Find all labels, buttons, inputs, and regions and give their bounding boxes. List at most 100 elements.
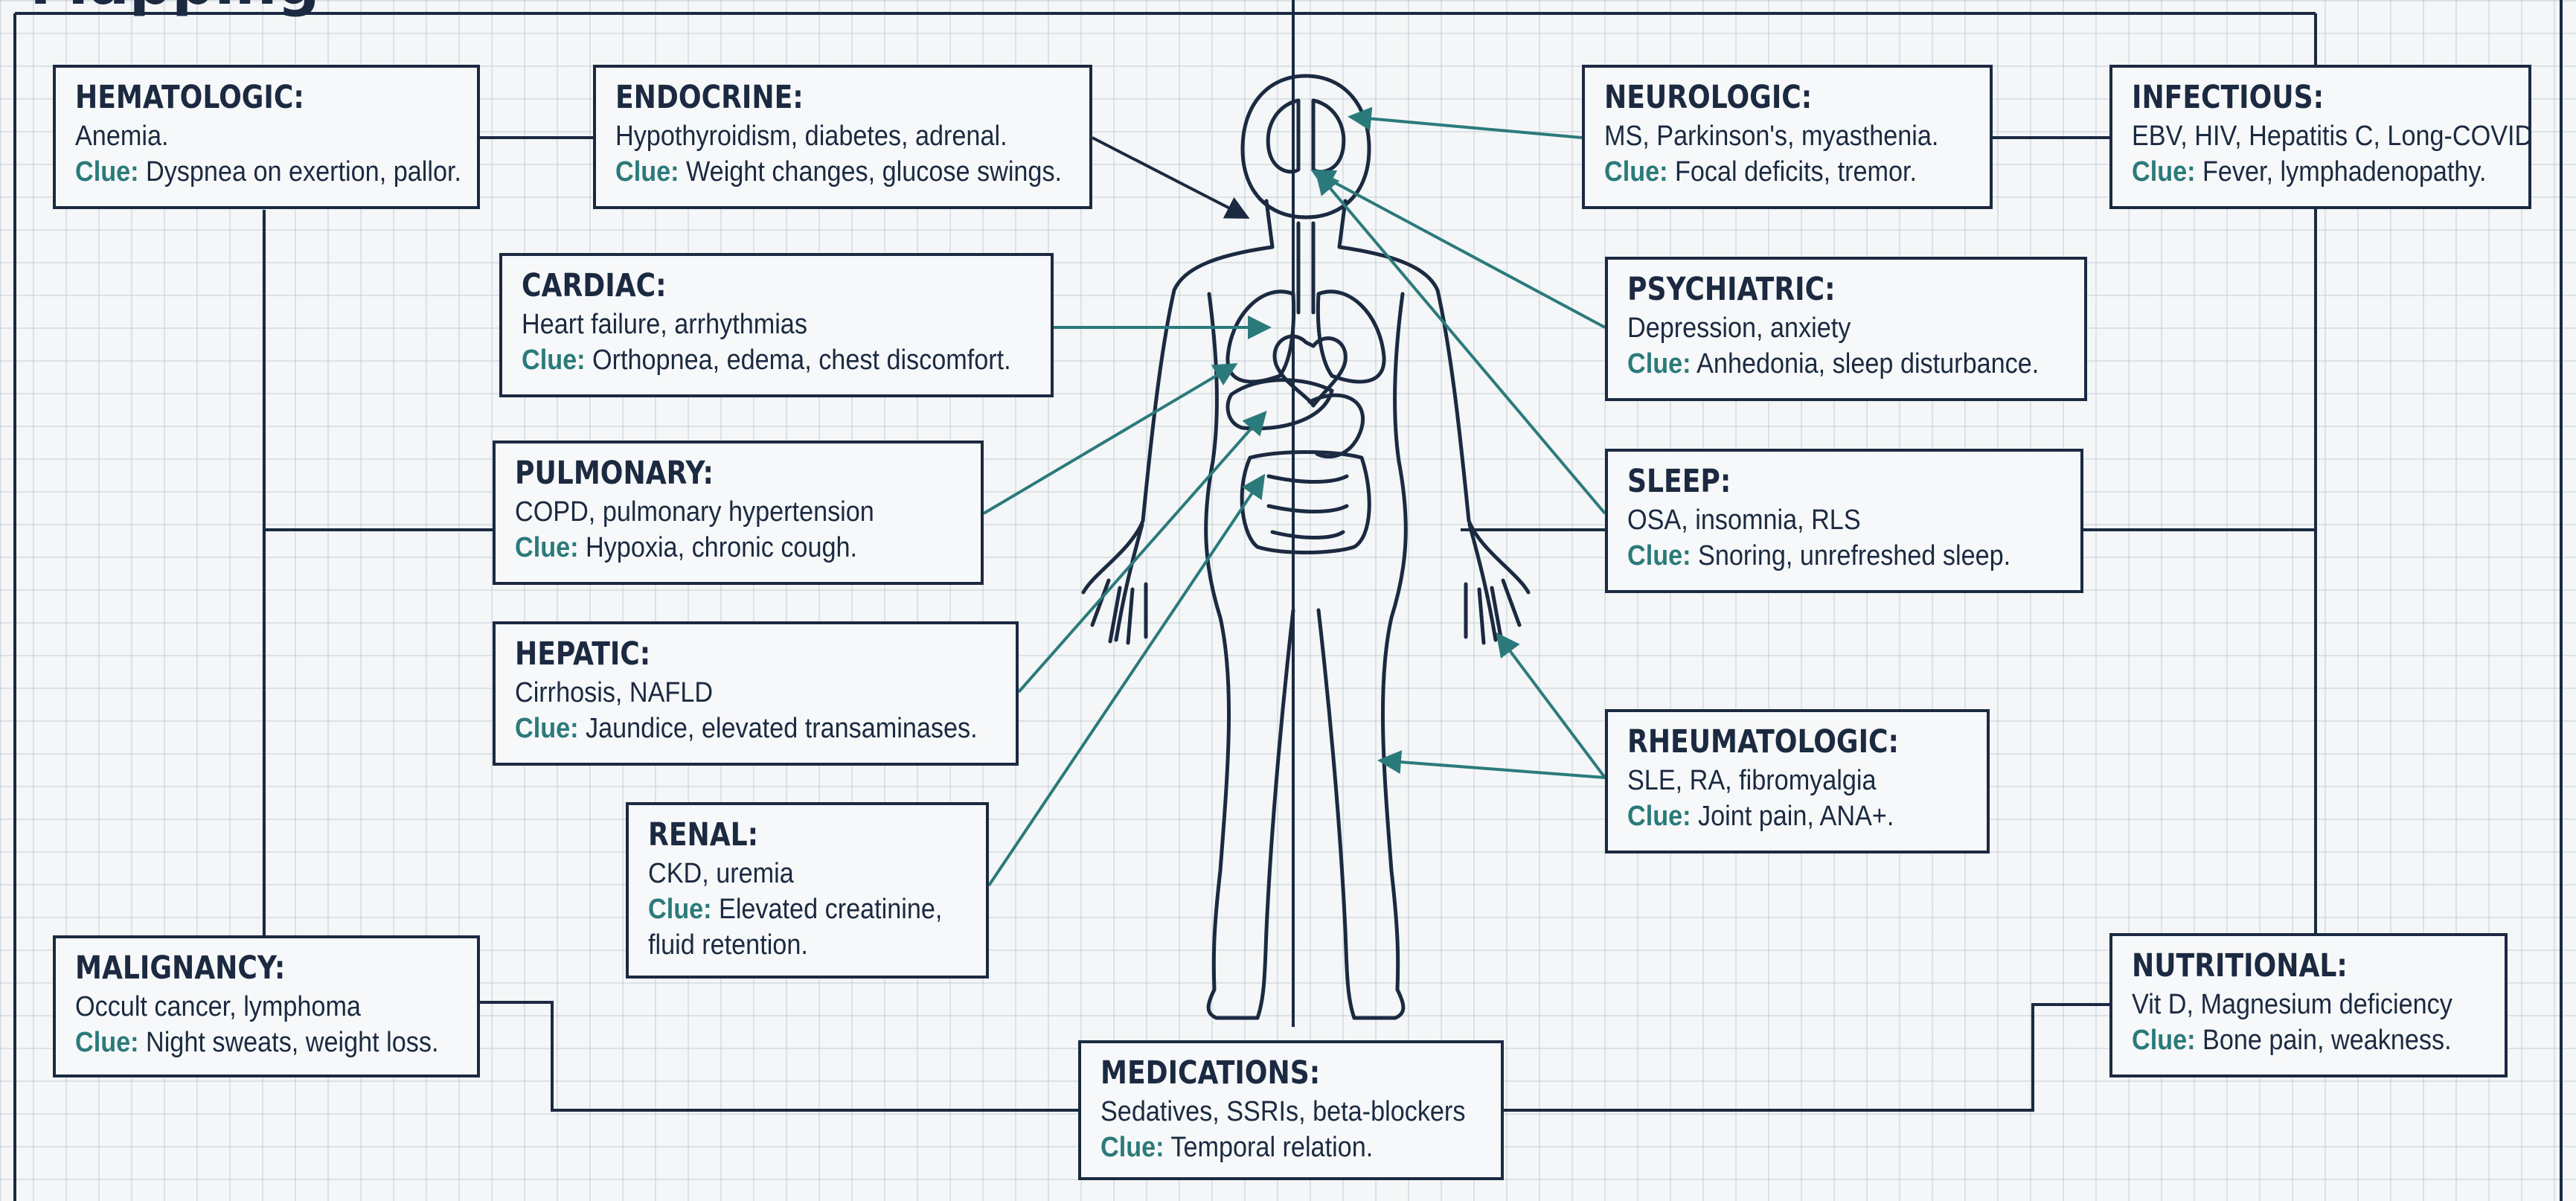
box-clue: Weight changes, glucose swings.: [686, 156, 1062, 188]
box-clue-line: Clue: Jaundice, elevated transaminases.: [515, 711, 966, 746]
malignancy-medications-link: [480, 1002, 1078, 1110]
box-conditions: OSA, insomnia, RLS: [1627, 502, 2035, 538]
arrow-rheumatologic-body: [1380, 760, 1605, 778]
box-clue-continued: fluid retention.: [648, 927, 952, 963]
clue-label: Clue:: [515, 532, 579, 563]
box-clue: Hypoxia, chronic cough.: [586, 532, 857, 563]
endocrine-box: ENDOCRINE: Hypothyroidism, diabetes, adr…: [593, 65, 1092, 209]
box-conditions: Depression, anxiety: [1627, 310, 2039, 346]
arrow-rheumatologic-hand: [1498, 635, 1605, 778]
right-shoulder-arm-outline: [1339, 201, 1528, 640]
sleep-box: SLEEP: OSA, insomnia, RLS Clue: Snoring,…: [1605, 449, 2083, 593]
right-hand-fingers: [1466, 580, 1519, 643]
box-title: NEUROLOGIC:: [1604, 77, 1928, 118]
box-clue: Focal deficits, tremor.: [1675, 156, 1917, 188]
human-figure-icon: [1083, 76, 1528, 1018]
arrow-neurologic: [1351, 117, 1582, 138]
clue-label: Clue:: [515, 713, 579, 744]
malignancy-box: MALIGNANCY: Occult cancer, lymphoma Clue…: [53, 935, 480, 1077]
box-title: CARDIAC:: [522, 265, 966, 307]
box-title: HEMATOLOGIC:: [75, 77, 413, 118]
box-title: RENAL:: [648, 814, 932, 856]
clue-label: Clue:: [615, 156, 679, 188]
left-hand-fingers: [1092, 580, 1146, 643]
box-conditions: Sedatives, SSRIs, beta-blockers: [1100, 1094, 1461, 1130]
box-clue: Bone pain, weakness.: [2202, 1025, 2452, 1056]
neurologic-box: NEUROLOGIC: MS, Parkinson's, myasthenia.…: [1582, 65, 1993, 209]
box-clue-line: Clue: Temporal relation.: [1100, 1130, 1461, 1165]
box-clue: Joint pain, ANA+.: [1698, 801, 1894, 832]
psychiatric-box: PSYCHIATRIC: Depression, anxiety Clue: A…: [1605, 257, 2087, 401]
box-clue-line: Clue: Anhedonia, sleep disturbance.: [1627, 346, 2039, 382]
box-clue-line: Clue: Orthopnea, edema, chest discomfort…: [522, 342, 998, 378]
clue-label: Clue:: [2132, 156, 2196, 188]
box-title: MALIGNANCY:: [75, 947, 413, 989]
box-title: INFECTIOUS:: [2132, 77, 2465, 118]
box-conditions: Hypothyroidism, diabetes, adrenal.: [615, 118, 1042, 154]
clue-label: Clue:: [648, 894, 712, 925]
arrow-hepatic: [1019, 413, 1265, 692]
box-conditions: Vit D, Magnesium deficiency: [2132, 987, 2467, 1022]
box-clue: Snoring, unrefreshed sleep.: [1698, 540, 2011, 571]
clue-label: Clue:: [1627, 348, 1691, 379]
box-conditions: Heart failure, arrhythmias: [522, 307, 998, 342]
medications-nutritional-link: [1504, 1005, 2109, 1110]
clue-label: Clue:: [1627, 801, 1691, 832]
box-clue: Dyspnea on exertion, pallor.: [146, 156, 461, 188]
clue-label: Clue:: [75, 1027, 139, 1058]
box-clue-line: Clue: Bone pain, weakness.: [2132, 1022, 2467, 1058]
box-clue: Night sweats, weight loss.: [146, 1027, 438, 1058]
hepatic-box: HEPATIC: Cirrhosis, NAFLD Clue: Jaundice…: [493, 621, 1019, 766]
box-conditions: Occult cancer, lymphoma: [75, 989, 437, 1025]
box-title: RHEUMATOLOGIC:: [1627, 721, 1929, 763]
intestines-icon: [1242, 452, 1369, 553]
brain-icon: [1268, 100, 1344, 172]
box-clue-line: Clue: Focal deficits, tremor.: [1604, 154, 1951, 190]
box-clue-line: Clue: Fever, lymphadenopathy.: [2132, 154, 2489, 190]
infectious-box: INFECTIOUS: EBV, HIV, Hepatitis C, Long-…: [2109, 65, 2531, 209]
left-shoulder-arm-outline: [1083, 201, 1272, 640]
head-outline: [1243, 76, 1369, 217]
renal-box: RENAL: CKD, uremia Clue: Elevated creati…: [626, 802, 989, 979]
box-clue-line: Clue: Night sweats, weight loss.: [75, 1025, 437, 1060]
box-conditions: Anemia.: [75, 118, 437, 154]
pulmonary-box: PULMONARY: COPD, pulmonary hypertension …: [493, 441, 984, 585]
clue-label: Clue:: [75, 156, 139, 188]
box-clue: Temporal relation.: [1170, 1132, 1373, 1163]
nutritional-box: NUTRITIONAL: Vit D, Magnesium deficiency…: [2109, 933, 2508, 1077]
box-clue-line: Clue: Snoring, unrefreshed sleep.: [1627, 538, 2035, 574]
box-conditions: MS, Parkinson's, myasthenia.: [1604, 118, 1951, 154]
cardiac-box: CARDIAC: Heart failure, arrhythmias Clue…: [499, 253, 1054, 397]
box-title: NUTRITIONAL:: [2132, 945, 2445, 987]
box-conditions: CKD, uremia: [648, 856, 952, 891]
box-conditions: EBV, HIV, Hepatitis C, Long-COVID: [2132, 118, 2489, 154]
box-title: PULMONARY:: [515, 452, 906, 494]
rheumatologic-box: RHEUMATOLOGIC: SLE, RA, fibromyalgia Clu…: [1605, 709, 1990, 853]
clue-label: Clue:: [2132, 1025, 2196, 1056]
clue-label: Clue:: [522, 345, 586, 376]
box-clue-line: Clue: Joint pain, ANA+.: [1627, 798, 1951, 834]
box-clue: Anhedonia, sleep disturbance.: [1696, 348, 2039, 379]
box-title: ENDOCRINE:: [615, 77, 1013, 118]
box-clue: Fever, lymphadenopathy.: [2202, 156, 2487, 188]
clue-label: Clue:: [1627, 540, 1691, 571]
box-title: MEDICATIONS:: [1100, 1052, 1437, 1094]
clue-label: Clue:: [1100, 1132, 1164, 1163]
box-conditions: COPD, pulmonary hypertension: [515, 494, 934, 530]
clue-label: Clue:: [1604, 156, 1668, 188]
box-clue: Elevated creatinine,: [719, 894, 942, 925]
hematologic-box: HEMATOLOGIC: Anemia. Clue: Dyspnea on ex…: [53, 65, 480, 209]
box-clue-line: Clue: Dyspnea on exertion, pallor.: [75, 154, 437, 190]
trachea-icon: [1298, 223, 1313, 313]
box-clue: Jaundice, elevated transaminases.: [586, 713, 978, 744]
box-conditions: Cirrhosis, NAFLD: [515, 675, 966, 711]
medications-box: MEDICATIONS: Sedatives, SSRIs, beta-bloc…: [1078, 1040, 1504, 1180]
box-clue-line: Clue: Hypoxia, chronic cough.: [515, 530, 934, 566]
right-torso-leg-outline: [1319, 294, 1406, 1018]
box-clue-line: Clue: Elevated creatinine,: [648, 891, 952, 927]
box-title: PSYCHIATRIC:: [1627, 269, 2011, 310]
box-title: HEPATIC:: [515, 633, 935, 675]
arrow-endocrine: [1092, 138, 1247, 217]
box-clue: Orthopnea, edema, chest discomfort.: [592, 345, 1011, 376]
box-title: SLEEP:: [1627, 461, 2008, 502]
